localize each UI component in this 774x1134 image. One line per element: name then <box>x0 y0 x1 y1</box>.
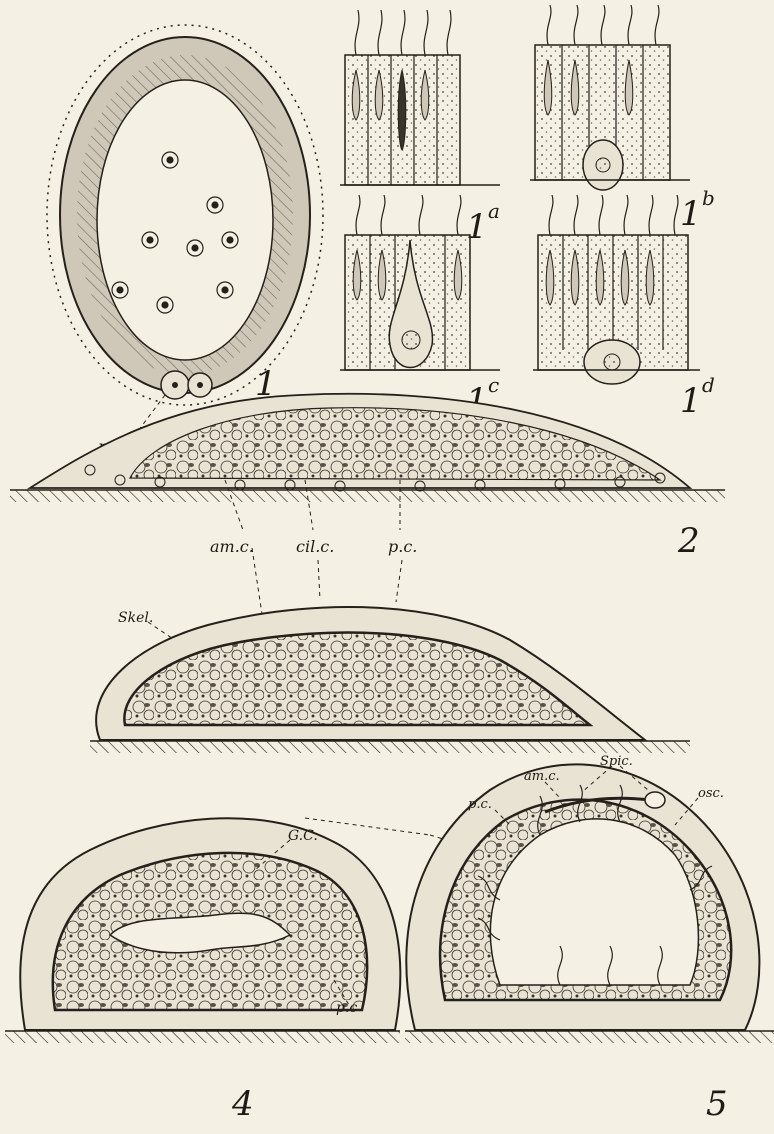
label-pc-fig2: p.c. <box>388 537 417 556</box>
label-pc-fig5: p.c. <box>468 797 492 812</box>
label-cilc: cil.c. <box>296 537 334 556</box>
label-amc-fig5: am.c. <box>524 769 560 784</box>
label-spic: Spic. <box>600 754 633 769</box>
figure-superscript-c: c <box>488 373 499 397</box>
label-gc: G.C. <box>288 828 318 844</box>
label-pc-fig4: p.c <box>336 1000 357 1016</box>
figure-number-1d: 1 <box>680 381 702 421</box>
figure-number-2: 2 <box>677 521 700 561</box>
figure-5-olynthus-section: 5 <box>405 764 774 1124</box>
figure-superscript-a: a <box>488 199 500 223</box>
figure-number-1b: 1 <box>680 194 702 234</box>
figure-number-5: 5 <box>706 1084 728 1124</box>
figure-2-settled-larva: 2 <box>10 394 725 561</box>
label-skel: Skel. <box>118 610 153 626</box>
label-osc: osc. <box>698 786 724 801</box>
label-amc-fig2: am.c. <box>210 537 254 556</box>
figure-4-gastral-cavity-forming: 4 <box>5 818 400 1124</box>
figure-1-larva: p.g.c 1 <box>47 25 323 456</box>
figure-superscript-d: d <box>702 373 715 397</box>
figure-superscript-b: b <box>702 186 715 210</box>
figure-number-4: 4 <box>231 1084 254 1124</box>
figure-1a-epithelium: 1 a <box>340 10 500 247</box>
figure-1b-epithelium: 1 b <box>530 5 715 234</box>
